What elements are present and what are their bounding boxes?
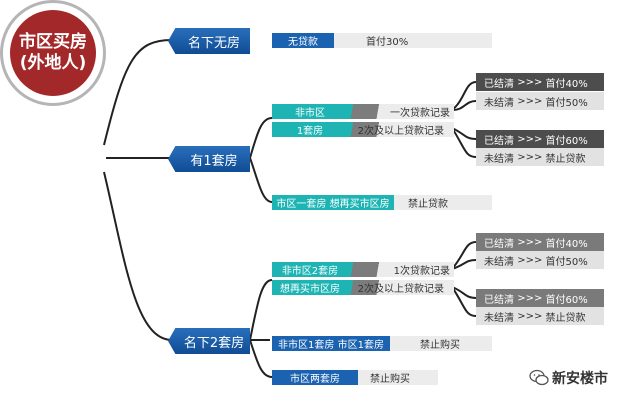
outcome-row: 未结清 >>> 首付50% xyxy=(476,92,604,110)
branch-no-house-label: 名下无房 xyxy=(187,35,240,51)
outcome-status: 已结清 xyxy=(484,238,514,250)
record-bar-2 xyxy=(272,122,454,137)
record-twice: 2次及以上贷款记录 xyxy=(357,284,444,295)
record-bar-1 xyxy=(272,104,454,119)
record-once: 1次贷款记录 xyxy=(393,266,450,277)
watermark-text: 新安楼市 xyxy=(552,371,608,387)
outcome-row: 未结清 >>> 首付50% xyxy=(476,251,604,269)
root-node-circle: 市区买房 (外地人) xyxy=(10,10,96,96)
mixed-houses-result: 禁止购买 xyxy=(390,336,492,351)
branch-no-house: 名下无房 xyxy=(168,28,250,54)
two-urban-condition: 市区两套房 xyxy=(272,370,358,385)
outcome-arrow: >>> xyxy=(517,151,543,163)
outcome-row: 未结清 >>> 禁止贷款 xyxy=(476,307,604,325)
outcome-row: 已结清 >>> 首付60% xyxy=(476,130,604,148)
no-loan-result: 首付30% xyxy=(334,33,492,48)
branch-two-houses-label: 名下2套房 xyxy=(183,335,245,351)
wechat-icon xyxy=(528,367,550,389)
outcome-arrow: >>> xyxy=(517,236,543,248)
outcome-arrow: >>> xyxy=(517,310,543,322)
record-twice: 2次及以上贷款记录 xyxy=(357,126,444,137)
outcome-arrow: >>> xyxy=(517,254,543,266)
outcome-status: 已结清 xyxy=(484,294,514,306)
outcome-status: 未结清 xyxy=(484,153,514,165)
tag-buy-urban: 想再买市区房 xyxy=(280,284,340,295)
outcome-result: 首付40% xyxy=(545,78,588,90)
outcome-status: 已结清 xyxy=(484,135,514,147)
two-urban-result: 禁止购买 xyxy=(358,370,438,385)
root-title: 市区买房 xyxy=(19,31,87,52)
record-bar-4 xyxy=(272,280,454,295)
branch-one-house: 有1套房 xyxy=(168,146,250,172)
urban-one-house-result: 禁止贷款 xyxy=(394,195,492,210)
urban-one-house-condition: 市区一套房 想再买市区房 xyxy=(272,195,394,210)
outcome-result: 首付50% xyxy=(545,256,588,268)
outcome-result: 首付60% xyxy=(545,135,588,147)
record-once: 一次贷款记录 xyxy=(390,108,450,119)
outcome-result: 首付60% xyxy=(545,294,588,306)
outcome-arrow: >>> xyxy=(517,95,543,107)
outcome-arrow: >>> xyxy=(517,292,543,304)
outcome-result: 禁止贷款 xyxy=(545,312,586,324)
outcome-arrow: >>> xyxy=(517,76,543,88)
root-subtitle: (外地人) xyxy=(19,53,87,73)
outcome-row: 已结清 >>> 首付40% xyxy=(476,233,604,251)
root-node: 市区买房 (外地人) xyxy=(0,0,106,106)
outcome-row: 已结清 >>> 首付40% xyxy=(476,73,604,91)
tag-one-house: 1套房 xyxy=(296,126,324,137)
outcome-row: 未结清 >>> 禁止贷款 xyxy=(476,148,604,166)
branch-one-house-label: 有1套房 xyxy=(190,153,238,169)
record-bar-3 xyxy=(272,262,454,277)
tag-non-urban: 非市区 xyxy=(295,108,325,119)
outcome-result: 禁止贷款 xyxy=(545,153,586,165)
outcome-result: 首付40% xyxy=(545,238,588,250)
outcome-status: 未结清 xyxy=(484,97,514,109)
no-loan-condition: 无贷款 xyxy=(272,33,334,48)
outcome-status: 已结清 xyxy=(484,78,514,90)
tag-non-urban-two: 非市区2套房 xyxy=(281,266,339,277)
outcome-result: 首付50% xyxy=(545,97,588,109)
outcome-row: 已结清 >>> 首付60% xyxy=(476,289,604,307)
outcome-status: 未结清 xyxy=(484,312,514,324)
branch-two-houses: 名下2套房 xyxy=(168,328,250,354)
outcome-arrow: >>> xyxy=(517,133,543,145)
mixed-houses-condition: 非市区1套房 市区1套房 xyxy=(272,336,390,351)
outcome-status: 未结清 xyxy=(484,256,514,268)
